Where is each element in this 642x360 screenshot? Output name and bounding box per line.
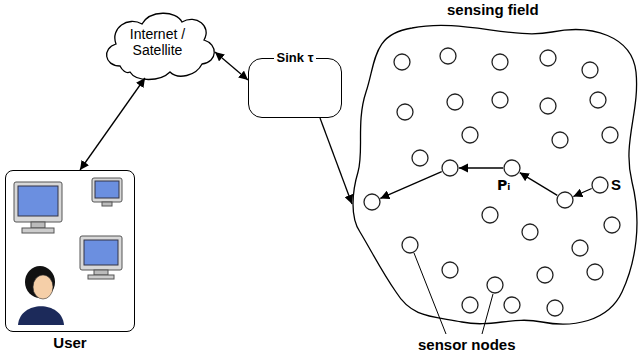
route-arrows [380, 168, 591, 198]
computer-icon [80, 236, 122, 279]
path-label: Pᵢ [497, 177, 510, 193]
sensing-field-region-outline [352, 22, 640, 330]
user-box: User [5, 170, 135, 332]
sink-box: Sink τ [248, 58, 342, 118]
leader-lines [414, 253, 493, 334]
caption-label: sensor nodes [418, 336, 516, 353]
node-text: Internet / Satellite [116, 26, 200, 58]
sensing-field-region: sensing field [352, 22, 640, 330]
node-text: User [53, 334, 86, 352]
connector-arrow [215, 52, 248, 80]
computer-icon [14, 182, 62, 233]
sensing-field-region-outline-path [353, 25, 637, 324]
node-text: sensing field [447, 1, 539, 19]
node-text: Sink τ [274, 49, 317, 67]
cloud-shape-outline-path [107, 13, 215, 79]
source-label: S [611, 176, 621, 193]
computer-icon [92, 178, 122, 206]
connector-arrow [80, 78, 145, 170]
cloud-shape: Internet / Satellite [100, 6, 215, 78]
connector-arrow [320, 118, 352, 204]
person-icon [18, 266, 64, 325]
sensor-node-circles [364, 48, 620, 316]
